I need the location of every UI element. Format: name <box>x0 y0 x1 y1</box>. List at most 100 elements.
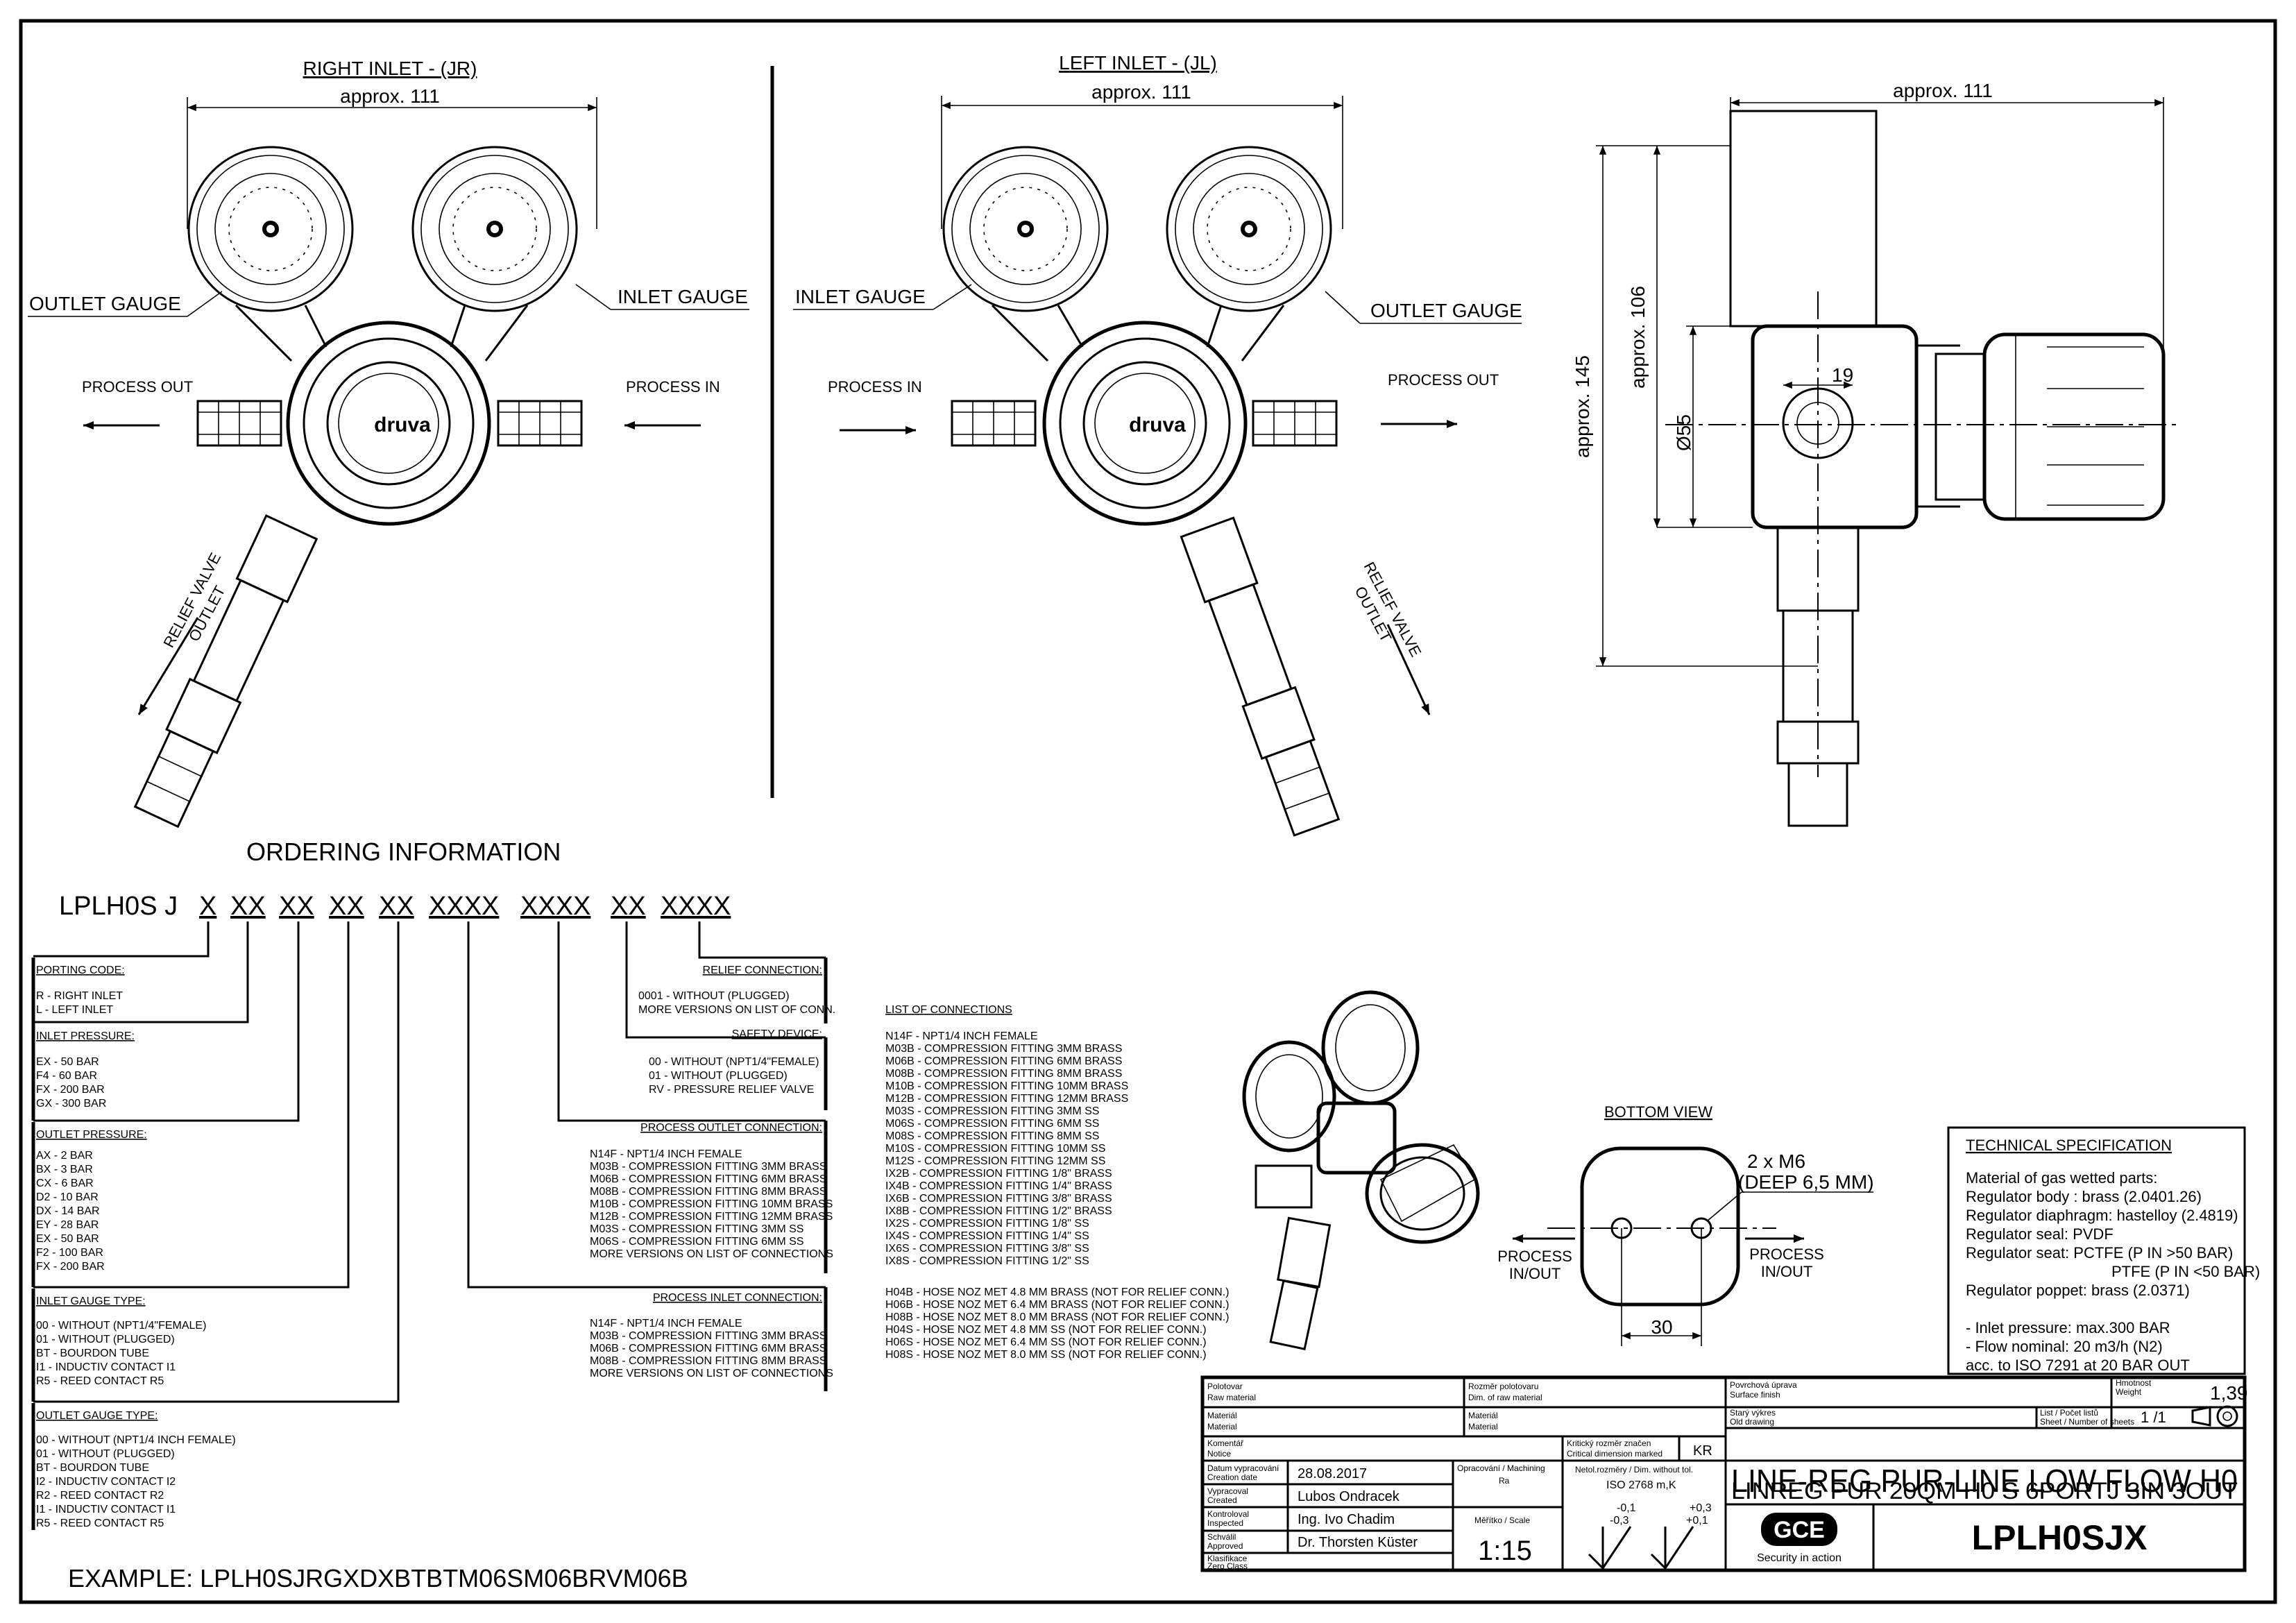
tb-sheet-value: 1 /1 <box>2141 1409 2166 1426</box>
right-inlet-dim: approx. 111 <box>340 85 440 107</box>
process-outlet-line: M08B - COMPRESSION FITTING 8MM BRASS <box>590 1186 826 1198</box>
tech-line: - Flow nominal: 20 m3/h (N2) <box>1966 1338 2163 1355</box>
outlet-pressure-line: EY - 28 BAR <box>36 1219 99 1231</box>
side-knob <box>1982 332 2166 521</box>
tb-material-cz: Materiál <box>1207 1411 1237 1420</box>
tb-netol: Netol.rozměry / Dim. without tol. <box>1575 1465 1693 1475</box>
outlet-pressure-line: D2 - 10 BAR <box>36 1191 99 1203</box>
side-dim-55: Ø55 <box>1673 414 1694 451</box>
tb-list: List / Počet listů <box>2040 1408 2098 1418</box>
inlet-pressure-heading: INLET PRESSURE: <box>36 1030 135 1042</box>
order-code: LPLH0S J X XX XX XX XX XXXX XXXX XX XXXX <box>59 892 731 921</box>
porting-line-1: R - RIGHT INLET <box>36 990 123 1002</box>
code-part-outlet-pressure: XX <box>279 892 314 921</box>
outlet-gauge-line: I2 - INDUCTIV CONTACT I2 <box>36 1476 176 1488</box>
process-outlet-line: M10B - COMPRESSION FITTING 10MM BRASS <box>590 1198 833 1210</box>
left-process-in-label: PROCESS IN <box>828 378 922 396</box>
tech-heading: TECHNICAL SPECIFICATION <box>1966 1137 2172 1154</box>
tb-vypracoval: Vypracoval <box>1207 1486 1248 1496</box>
tech-line: acc. to ISO 7291 at 20 BAR OUT <box>1966 1357 2190 1374</box>
tb-povrch: Povrchová úprava <box>1730 1380 1797 1390</box>
left-process-out-label: PROCESS OUT <box>1388 371 1499 389</box>
tb-weight-value: 1,39 <box>2210 1382 2248 1404</box>
tb-surface: Surface finish <box>1730 1390 1780 1400</box>
tb-approved: Approved <box>1207 1541 1243 1551</box>
bottom-view: BOTTOM VIEW 30 2 x M6(DEEP 6,5 MM) PROCE… <box>1497 1103 1874 1346</box>
outlet-gauge-line: 00 - WITHOUT (NPT1/4 INCH FEMALE) <box>36 1434 236 1446</box>
inlet-pressure-line: FX - 200 BAR <box>36 1084 105 1096</box>
outlet-pressure-line: BX - 3 BAR <box>36 1164 93 1175</box>
tb-polotovar: Polotovar <box>1207 1382 1243 1391</box>
side-dim-19: 19 <box>1832 364 1853 386</box>
inlet-pressure-line: F4 - 60 BAR <box>36 1070 97 1082</box>
process-inlet-line: N14F - NPT1/4 INCH FEMALE <box>590 1318 742 1329</box>
tb-material2-en: Material <box>1468 1422 1498 1431</box>
process-outlet-line: M06B - COMPRESSION FITTING 6MM BRASS <box>590 1173 826 1185</box>
left-inlet-gauge-label: INLET GAUGE <box>795 286 926 307</box>
connection-line: M03B - COMPRESSION FITTING 3MM BRASS <box>885 1043 1122 1055</box>
inlet-gauge-line: I1 - INDUCTIV CONTACT I1 <box>36 1361 176 1373</box>
side-view: approx. 111 approx. 145 approx. 106 <box>1572 80 2179 827</box>
right-outlet-gauge <box>187 146 354 312</box>
side-body <box>1751 324 1919 529</box>
connections-heading: LIST OF CONNECTIONS <box>885 1004 1012 1016</box>
safety-heading: SAFETY DEVICE: <box>732 1028 822 1040</box>
inlet-gauge-line: 01 - WITHOUT (PLUGGED) <box>36 1334 175 1345</box>
tb-schvalil: Schválil <box>1207 1532 1236 1542</box>
tb-opracovani: Opracování / Machining <box>1457 1463 1545 1473</box>
connection-line: M06S - COMPRESSION FITTING 6MM SS <box>885 1118 1099 1130</box>
tech-line: Regulator diaphragm: hastelloy (2.4819) <box>1966 1207 2238 1224</box>
connection-line: IX8B - COMPRESSION FITTING 1/2" BRASS <box>885 1205 1112 1217</box>
process-inlet-line: MORE VERSIONS ON LIST OF CONNECTIONS <box>590 1368 833 1379</box>
tb-zero: Zero Class <box>1207 1561 1248 1571</box>
tb-komentar: Komentář <box>1207 1438 1244 1448</box>
outlet-pressure-line: DX - 14 BAR <box>36 1205 100 1217</box>
connection-line: M06B - COMPRESSION FITTING 6MM BRASS <box>885 1055 1122 1067</box>
outlet-pressure-heading: OUTLET PRESSURE: <box>36 1129 147 1141</box>
connection-line: IX4B - COMPRESSION FITTING 1/4" BRASS <box>885 1180 1112 1192</box>
tb-stary: Starý výkres <box>1730 1408 1776 1418</box>
bottom-thread-label: 2 x M6(DEEP 6,5 MM) <box>1738 1150 1874 1193</box>
tech-line: Regulator seal: PVDF <box>1966 1225 2114 1243</box>
outlet-gauge-line: I1 - INDUCTIV CONTACT I1 <box>36 1504 176 1515</box>
tb-tol-b2: +0,1 <box>1686 1515 1708 1527</box>
tb-date-value: 28.08.2017 <box>1298 1466 1367 1481</box>
right-regulator-body: druva <box>286 321 491 526</box>
right-process-out-label: PROCESS OUT <box>82 378 193 396</box>
tech-line: Regulator body : brass (2.0401.26) <box>1966 1188 2202 1205</box>
outlet-pressure-line: EX - 50 BAR <box>36 1233 99 1245</box>
code-part-prefix: LPLH0S J <box>59 892 178 921</box>
inlet-gauge-line: 00 - WITHOUT (NPT1/4"FEMALE) <box>36 1320 206 1332</box>
side-bonnet <box>1934 352 1986 501</box>
side-gauge <box>1729 110 1878 328</box>
side-dim-106: approx. 106 <box>1627 286 1649 389</box>
list-of-connections: LIST OF CONNECTIONS N14F - NPT1/4 INCH F… <box>885 1004 1229 1361</box>
outlet-pressure-line: FX - 200 BAR <box>36 1261 105 1273</box>
right-inlet-title: RIGHT INLET - (JR) <box>303 58 477 79</box>
code-part-relief: XXXX <box>661 892 731 921</box>
connection-line: H08B - HOSE NOZ MET 8.0 MM BRASS (NOT FO… <box>885 1311 1229 1323</box>
connection-line: IX6B - COMPRESSION FITTING 3/8" BRASS <box>885 1193 1112 1205</box>
process-inlet-line: M06B - COMPRESSION FITTING 6MM BRASS <box>590 1343 826 1354</box>
connection-line: M08B - COMPRESSION FITTING 8MM BRASS <box>885 1068 1122 1080</box>
sheet-border <box>19 19 2277 1604</box>
tb-notice: Notice <box>1207 1449 1231 1459</box>
ordering-title: ORDERING INFORMATION <box>246 838 561 866</box>
right-inlet-gauge <box>411 146 578 312</box>
tb-kr: KR <box>1693 1443 1712 1459</box>
code-part-outlet-gauge: XX <box>379 892 414 921</box>
left-inlet-view: LEFT INLET - (JL) approx. 111 INLET GAUG… <box>793 52 1522 837</box>
porting-heading: PORTING CODE: <box>36 965 125 976</box>
side-dim-145: approx. 145 <box>1572 355 1593 458</box>
outlet-gauge-line: 01 - WITHOUT (PLUGGED) <box>36 1448 175 1460</box>
safety-line: 01 - WITHOUT (PLUGGED) <box>649 1070 788 1082</box>
left-relief-valve <box>1180 516 1341 837</box>
outlet-pressure-line: CX - 6 BAR <box>36 1178 94 1189</box>
outlet-pressure-line: AX - 2 BAR <box>36 1150 93 1162</box>
tb-part-number: LPLH0SJX <box>1972 1518 2148 1557</box>
process-outlet-line: M06S - COMPRESSION FITTING 6MM SS <box>590 1236 803 1248</box>
right-process-in-label: PROCESS IN <box>626 378 720 396</box>
tb-iso: ISO 2768 m,K <box>1606 1479 1676 1491</box>
code-part-process-outlet: XXXX <box>520 892 590 921</box>
